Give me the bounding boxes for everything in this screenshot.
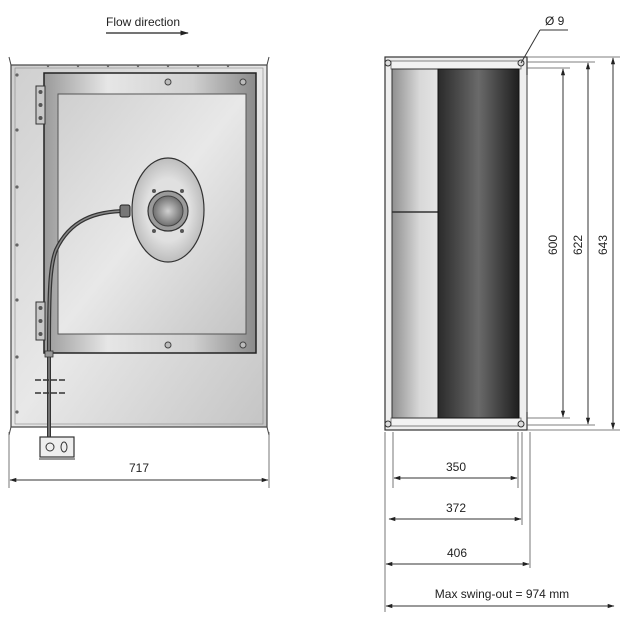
- depth-406-value: 406: [447, 546, 467, 560]
- dimension-depths: 350 372 406 Max swing-out = 974 mm: [384, 432, 615, 612]
- height-622-value: 622: [571, 235, 585, 255]
- width-value: 717: [129, 461, 149, 475]
- fan-impeller: [437, 68, 520, 419]
- height-643-value: 643: [596, 235, 610, 255]
- motor: [131, 157, 205, 263]
- dimension-width: 717: [8, 432, 270, 488]
- dimension-heights: 600 622 643: [527, 56, 620, 431]
- height-600-value: 600: [546, 235, 560, 255]
- flow-direction-label: Flow direction: [106, 15, 180, 29]
- hinge-bottom: [35, 301, 46, 341]
- max-swing-out-value: Max swing-out = 974 mm: [435, 587, 569, 601]
- junction-box: [39, 436, 75, 458]
- depth-350-value: 350: [446, 460, 466, 474]
- flow-direction-indicator: Flow direction: [106, 15, 189, 36]
- bolt-diameter-value: Ø 9: [545, 14, 565, 28]
- hinge-top: [35, 85, 46, 125]
- bolt-diameter-callout: Ø 9: [520, 14, 568, 64]
- front-view: 717: [8, 56, 270, 488]
- power-cable: [35, 204, 131, 460]
- side-view: Ø 9 600 622 643 350: [384, 14, 620, 612]
- depth-372-value: 372: [446, 501, 466, 515]
